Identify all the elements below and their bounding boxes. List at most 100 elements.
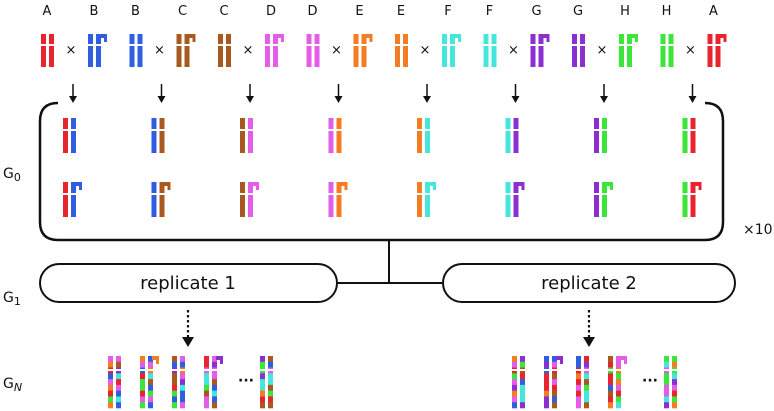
replicate-2-label: replicate 2 <box>541 273 637 294</box>
cross-symbol: × <box>154 43 165 58</box>
g0-male-offspring <box>681 182 702 217</box>
cross-arrow <box>157 84 166 103</box>
parent-label: B <box>90 4 99 19</box>
male-parent <box>87 34 107 67</box>
female-parent <box>482 34 498 67</box>
gn-individual <box>575 356 590 409</box>
parent-cross: F G × <box>482 4 550 67</box>
gn-individual <box>171 356 186 409</box>
g0-female-offspring <box>62 118 77 153</box>
ellipsis: ··· <box>642 373 658 389</box>
parent-label: G <box>531 4 541 19</box>
replicate-1-dotted-arrow <box>182 310 194 347</box>
g0-bracket <box>38 101 725 242</box>
male-parent <box>175 34 196 67</box>
parent-cross: G H × <box>571 4 638 67</box>
parent-label: F <box>486 4 493 19</box>
g0-female-offspring <box>681 118 697 153</box>
parent-label: H <box>620 4 630 19</box>
cross-arrow <box>69 84 77 103</box>
gn-individual <box>203 356 223 409</box>
cross-arrows <box>69 84 697 103</box>
g0-male-offspring <box>593 182 613 217</box>
parent-label: F <box>444 4 451 19</box>
parent-label: G <box>573 4 583 19</box>
g0-male-offspring <box>239 182 259 217</box>
g0-female-offspring <box>416 118 431 153</box>
female-parent <box>394 34 409 67</box>
gn-individual <box>259 356 274 409</box>
parent-cross: B C × <box>128 4 196 67</box>
ellipsis: ··· <box>238 373 254 389</box>
replicate-2-box: replicate 2 <box>442 263 736 303</box>
parent-label: C <box>219 4 228 19</box>
parent-cross: A B × <box>40 4 107 67</box>
gn-label: GN <box>3 376 22 394</box>
gn-individual <box>139 356 159 409</box>
parent-cross: H A × <box>659 4 727 67</box>
female-parent <box>40 34 55 67</box>
cross-symbol: × <box>331 43 342 58</box>
g0-female-offspring <box>239 118 254 153</box>
parent-cross: D E × <box>305 4 373 67</box>
g0-male-offspring <box>62 182 82 217</box>
parent-label: E <box>397 4 405 19</box>
g0-male-offspring <box>416 182 436 217</box>
female-parent <box>571 34 586 67</box>
g0-label: G0 <box>3 166 21 184</box>
male-parent <box>706 34 727 67</box>
male-parent <box>618 34 638 67</box>
parent-label: A <box>43 4 52 19</box>
male-parent <box>441 34 461 67</box>
gn-individual <box>663 356 678 409</box>
cross-arrow <box>511 84 520 103</box>
g0-male-offspring <box>504 182 525 217</box>
parent-label: B <box>131 4 140 19</box>
cross-symbol: × <box>243 43 254 58</box>
parent-cross: C D × <box>217 4 284 67</box>
parent-label: D <box>307 4 317 19</box>
g0-female-offspring <box>327 118 343 153</box>
parent-label: C <box>178 4 187 19</box>
g0-female-offspring <box>504 118 520 153</box>
parent-label: H <box>662 4 672 19</box>
male-parent <box>529 34 550 67</box>
gn-individual <box>107 356 122 409</box>
cross-arrow <box>423 84 431 103</box>
cross-symbol: × <box>420 43 431 58</box>
cross-symbol: × <box>66 43 77 58</box>
g0-offspring-grid <box>62 118 702 217</box>
female-parent <box>305 34 321 67</box>
g1-label: G1 <box>3 290 21 308</box>
g0-female-offspring <box>150 118 166 153</box>
female-parent <box>217 34 232 67</box>
gn-mosaic-populations: ··· ··· <box>107 356 678 409</box>
cross-symbol: × <box>508 43 519 58</box>
parent-label: A <box>709 4 718 19</box>
cross-arrow <box>334 84 343 103</box>
male-parent <box>352 34 373 67</box>
gn-individual <box>607 356 627 409</box>
split-connector <box>337 240 443 284</box>
cross-symbol: × <box>685 43 696 58</box>
replicate-1-label: replicate 1 <box>140 273 236 294</box>
gn-individual <box>511 356 526 409</box>
repeat-label: ×10 <box>743 222 773 238</box>
g0-male-offspring <box>327 182 348 217</box>
parent-cross: E F × <box>394 4 461 67</box>
replicate-1-box: replicate 1 <box>39 263 338 303</box>
cross-arrow <box>600 84 608 103</box>
male-parent <box>264 34 284 67</box>
cross-arrow <box>246 84 254 103</box>
parent-cross-row: A B × B C × C D × D E × E F × F G × G H × H A × <box>40 4 727 67</box>
replicate-2-dotted-arrow <box>583 310 595 347</box>
cross-symbol: × <box>597 43 608 58</box>
g0-male-offspring <box>150 182 171 217</box>
cross-arrow <box>688 84 697 103</box>
parent-label: D <box>266 4 276 19</box>
female-parent <box>128 34 144 67</box>
female-parent <box>659 34 675 67</box>
gn-individual <box>543 356 563 409</box>
parent-label: E <box>355 4 363 19</box>
